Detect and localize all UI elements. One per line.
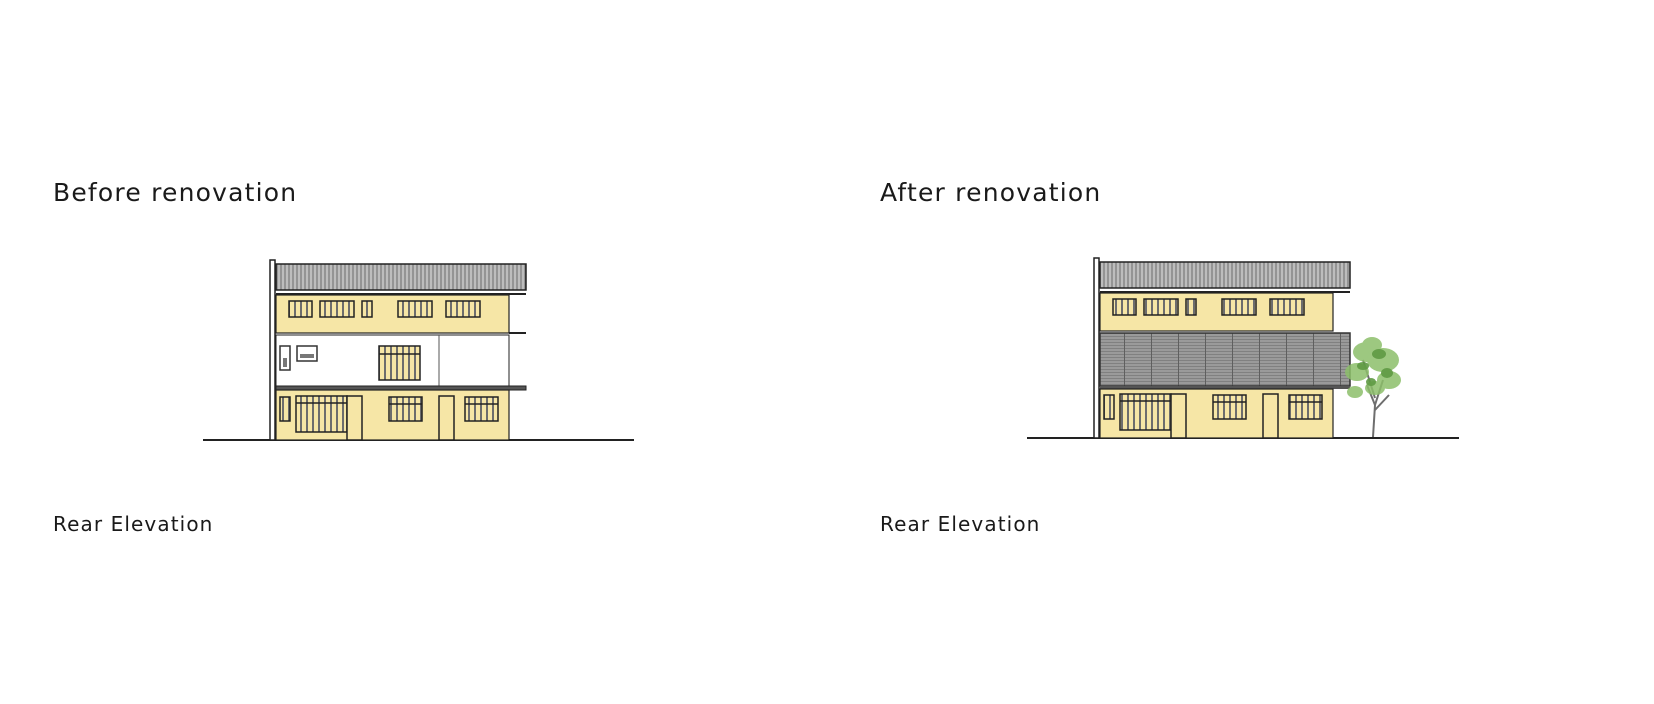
- before-caption: Rear Elevation: [53, 512, 214, 536]
- ground-floor-openings: [1103, 393, 1323, 439]
- roof: [1099, 261, 1351, 289]
- party-wall: [1093, 257, 1100, 439]
- third-floor-windows: [1112, 298, 1305, 316]
- party-wall: [269, 259, 276, 441]
- after-caption: Rear Elevation: [880, 512, 1041, 536]
- ground-floor-openings: [279, 395, 499, 441]
- third-floor-windows: [288, 300, 481, 318]
- before-panel: Before renovation: [53, 178, 634, 536]
- tree-illustration: [1345, 337, 1401, 438]
- louver-screen: [1099, 332, 1351, 387]
- roof: [275, 263, 527, 291]
- before-title: Before renovation: [53, 178, 298, 207]
- after-title: After renovation: [880, 178, 1102, 207]
- before-elevation-drawing: [203, 259, 634, 441]
- after-elevation-drawing: [1027, 257, 1459, 439]
- after-panel: After renovation: [827, 0, 1654, 704]
